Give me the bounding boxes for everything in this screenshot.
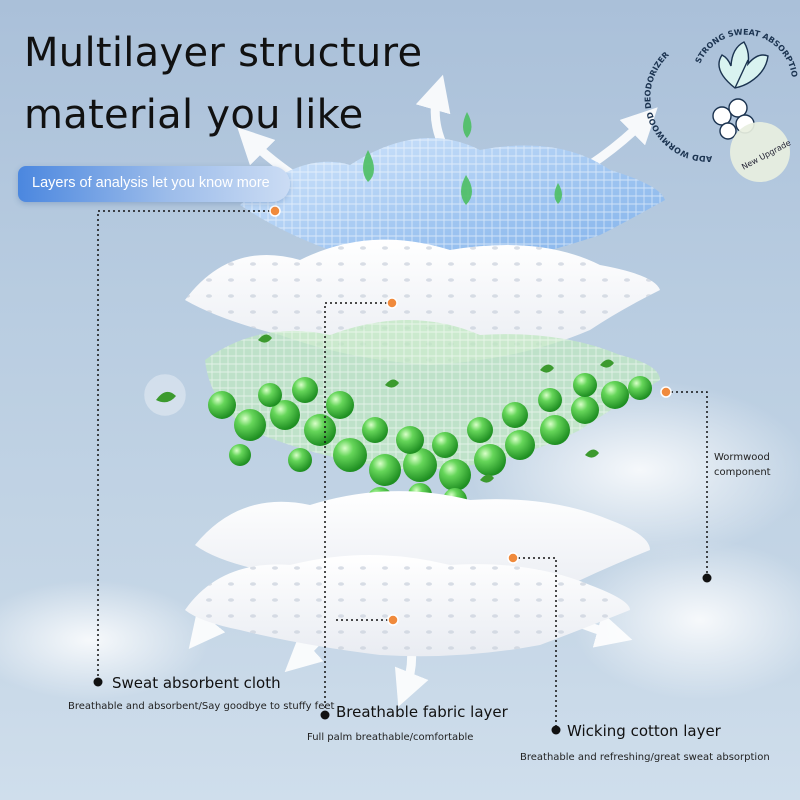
blue-mesh-layer [240,138,665,271]
analysis-banner-text: Layers of analysis let you know more [32,175,270,191]
badge-top-arc-text: STRONG SWEAT ABSORPTION [0,0,799,78]
leaf-bubble-icon [144,374,186,416]
wormwood-label-line-1: Wormwood [714,452,770,463]
wicking-cotton-title: Wicking cotton layer [567,722,721,740]
callout-markers [269,205,672,626]
cloud-lower-right [570,540,800,700]
wormwood-leaf-icon [718,41,769,89]
badge-tag-circle [730,122,790,182]
white-fabric-layer-lower [185,555,630,657]
wormwood-label-line-2: component [714,467,771,478]
breathable-fabric-title: Breathable fabric layer [336,703,508,721]
sweat-absorbent-title: Sweat absorbent cloth [112,674,281,692]
callout-leader-lines [97,210,708,730]
headline-line-2: material you like [24,92,364,138]
wormwood-bead-layer [208,373,652,513]
sweat-absorbent-desc: Breathable and absorbent/Say goodbye to … [68,701,335,712]
wormwood-component-label: Wormwood component [714,450,771,480]
analysis-banner: Layers of analysis let you know more [18,166,290,202]
headline: Multilayer structure material you like [24,22,422,146]
headline-line-1: Multilayer structure [24,30,423,76]
water-drop-icons [363,112,562,205]
callout-endpoints [93,573,712,735]
wormwood-leaf-icons [258,334,614,483]
badge-side-arc-text: ADD WORMWOOD DEODORIZER [643,50,712,163]
cloud-left [0,580,210,700]
breathable-fabric-desc: Full palm breathable/comfortable [307,732,474,743]
wicking-cotton-desc: Breathable and refreshing/great sweat ab… [520,752,770,763]
